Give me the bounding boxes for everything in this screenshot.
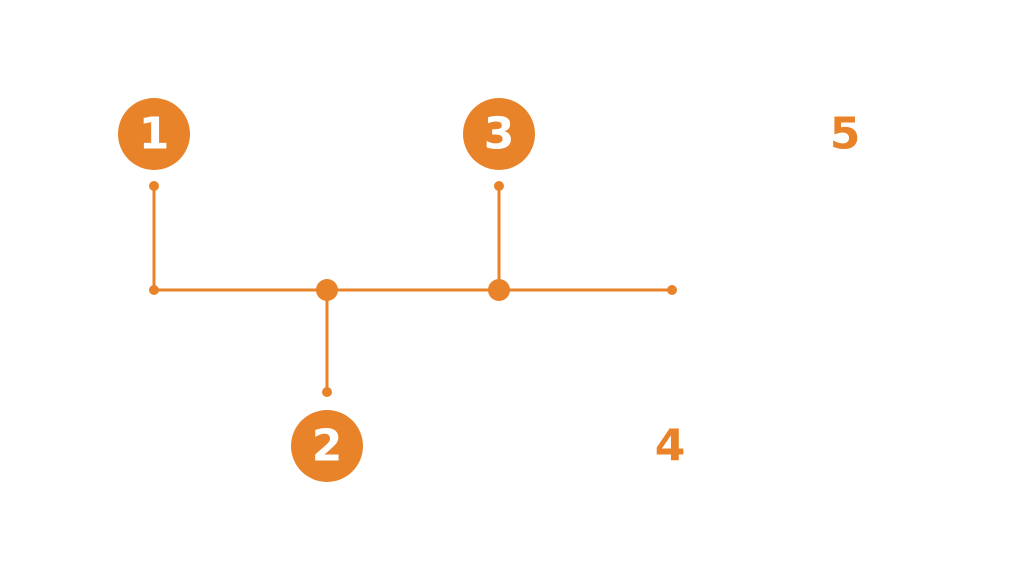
step-badge-3: 3 [463,98,535,170]
step-badge-4: 4 [655,421,686,472]
junction-dot-3 [488,279,510,301]
step-number-4: 4 [655,421,686,472]
node-dot-1-top [149,181,159,191]
step-badge-circle-1 [118,98,190,170]
end-dot [667,285,677,295]
step-number-3: 3 [484,109,515,160]
node-dot-2-bottom [322,387,332,397]
junction-dot-2 [316,279,338,301]
step-number-5: 5 [830,109,861,160]
node-dot-1-bottom [149,285,159,295]
node-dot-3-top [494,181,504,191]
step-badge-2: 2 [291,410,363,482]
step-number-1: 1 [139,109,170,160]
step-badge-1: 1 [118,98,190,170]
step-badge-circle-2 [291,410,363,482]
step-number-2: 2 [312,421,343,472]
step-badge-circle-3 [463,98,535,170]
step-badge-5: 5 [830,109,861,160]
